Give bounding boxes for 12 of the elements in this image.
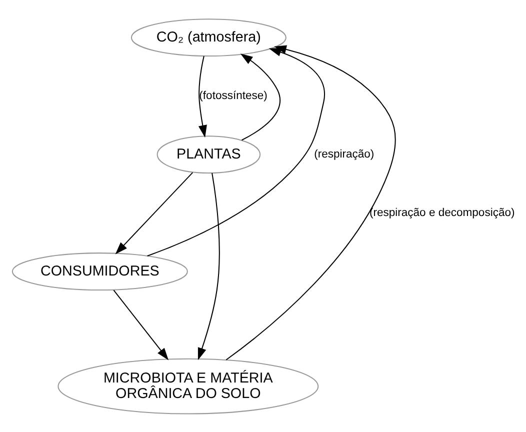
edge-label: (respiração e decomposição): [369, 206, 515, 218]
arrow: [240, 53, 280, 140]
arrow: [198, 55, 207, 138]
arrow: [226, 44, 396, 360]
node-ellipse: CONSUMIDORES: [12, 252, 188, 290]
arrow: [115, 172, 194, 254]
node-ellipse: MICROBIOTA E MATÉRIA ORGÂNICA DO SOLO: [58, 358, 319, 414]
edge-label: (respiração): [314, 148, 374, 160]
node-ellipse: PLANTAS: [156, 135, 261, 174]
arrow: [198, 172, 220, 360]
arrow: [113, 289, 169, 360]
edge-label: (fotossíntese): [199, 89, 268, 102]
